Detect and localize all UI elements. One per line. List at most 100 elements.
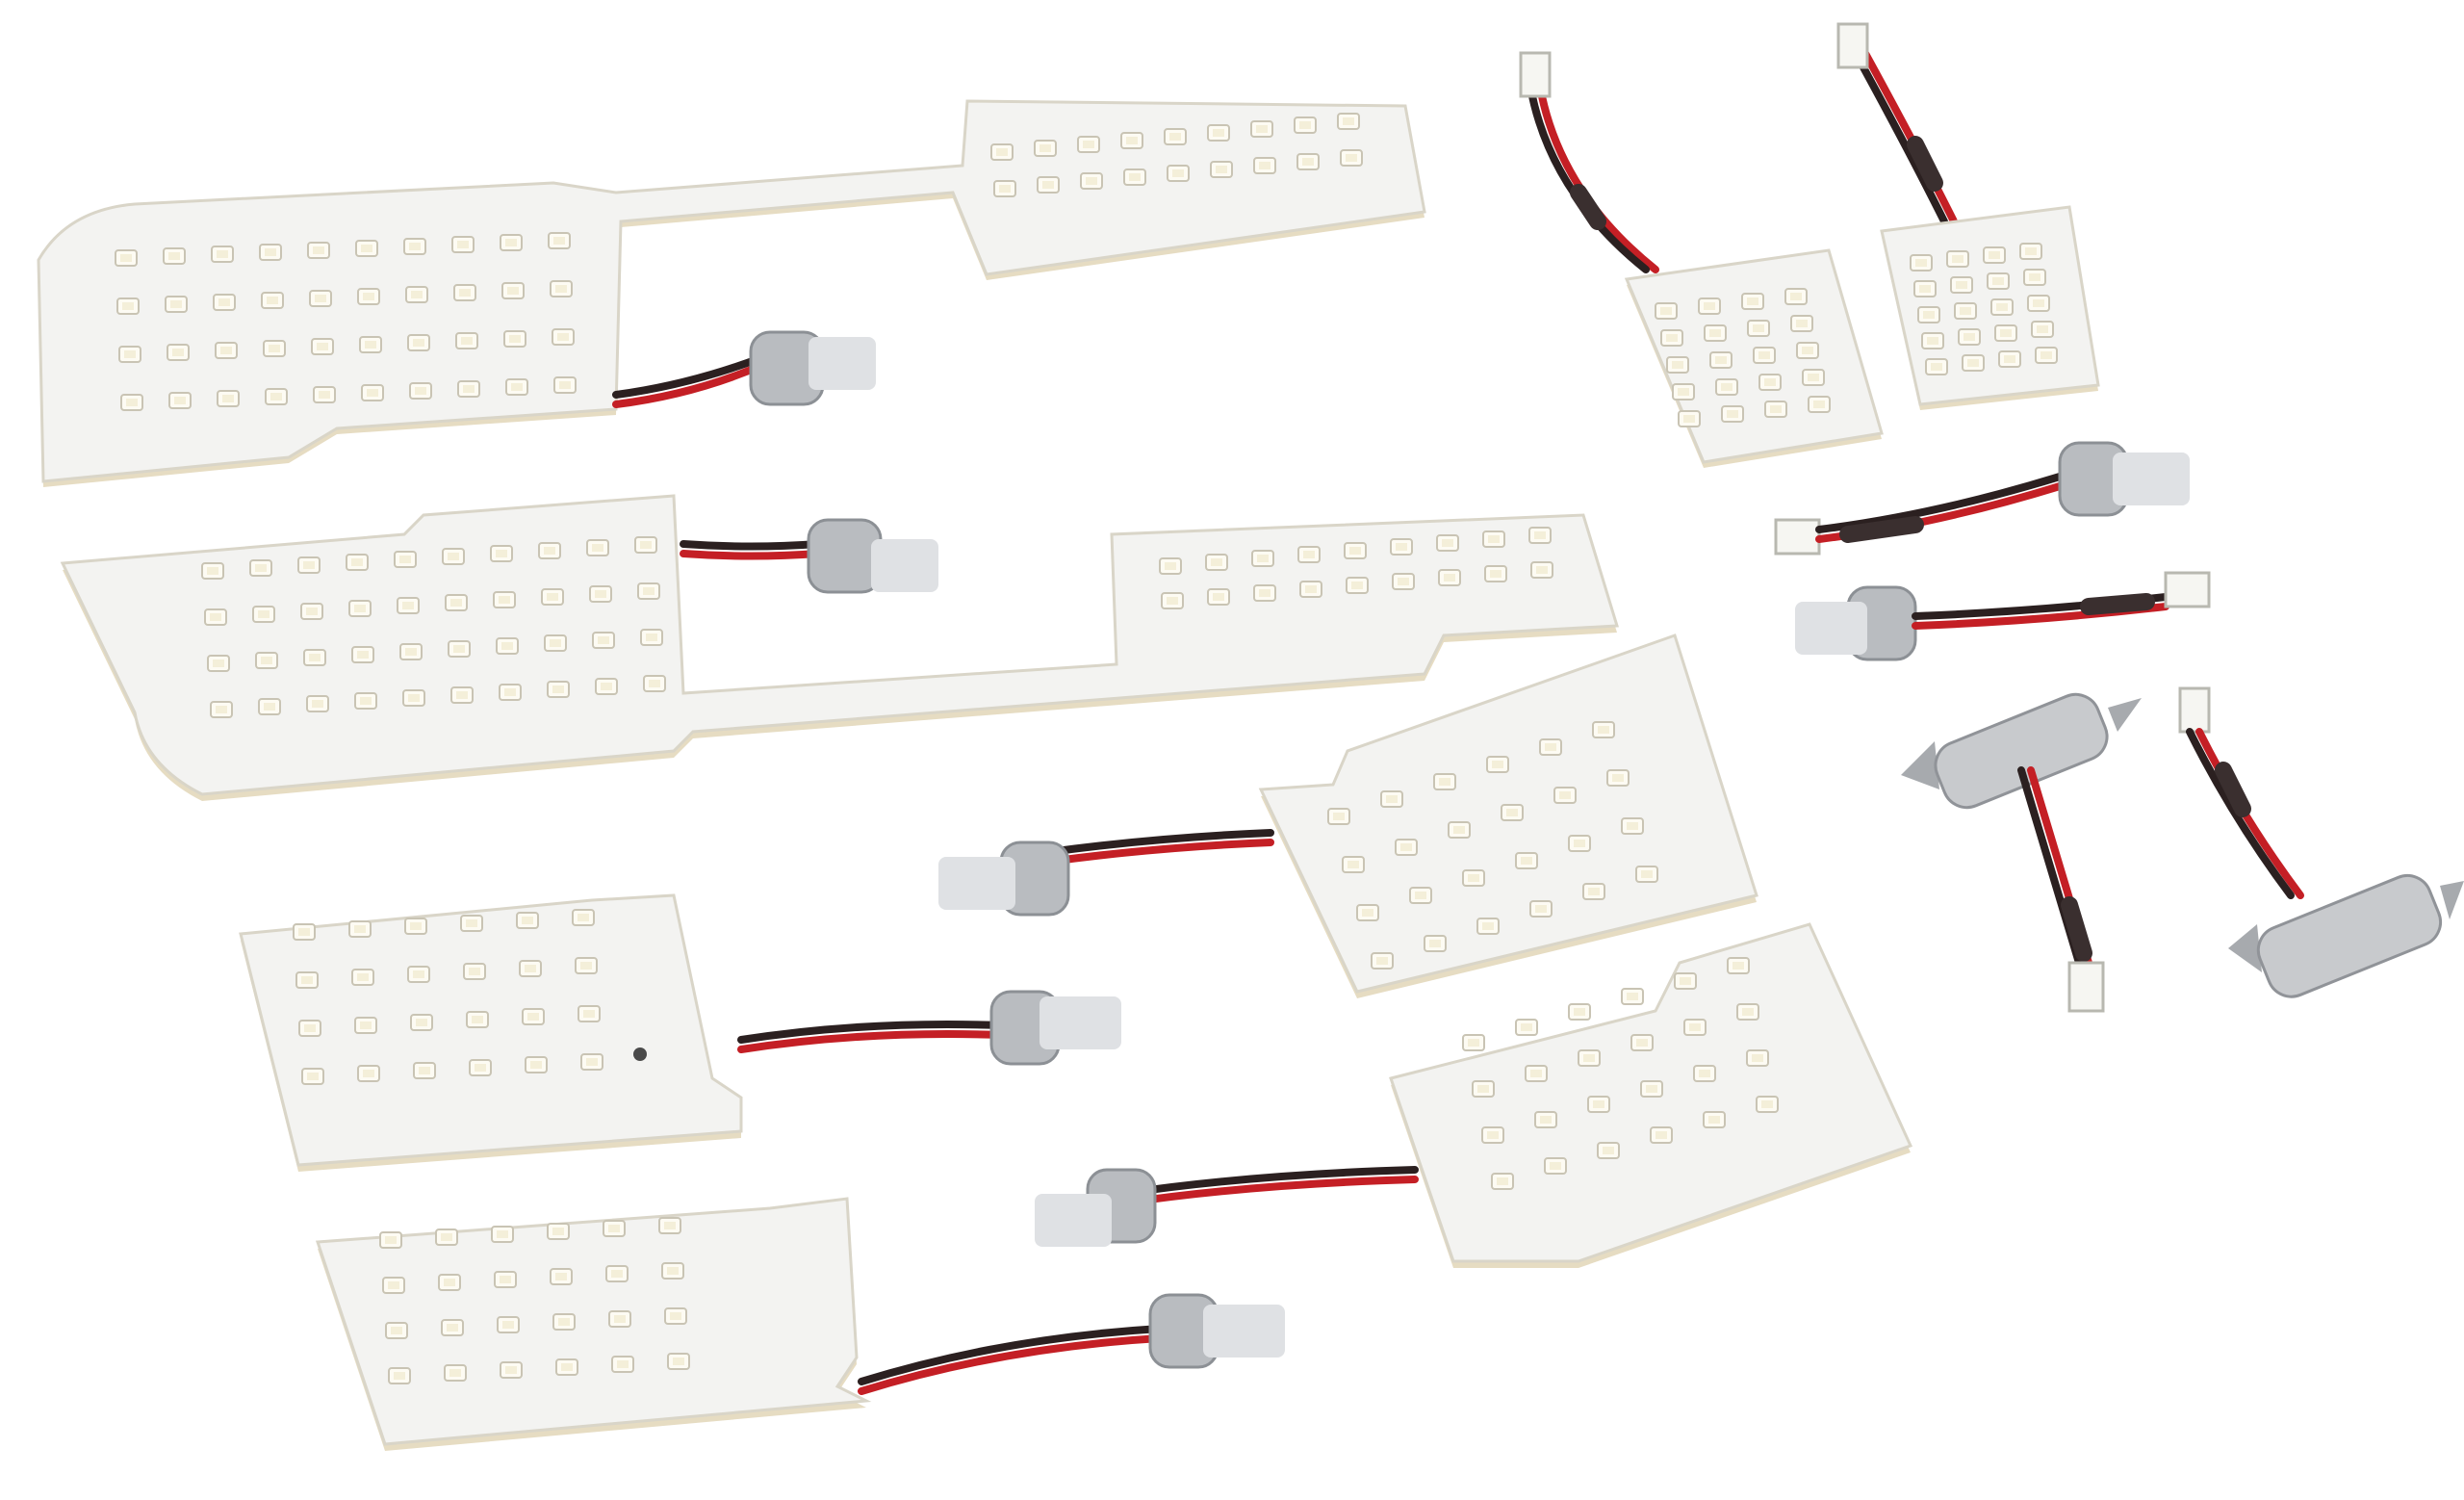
led-chip-core	[2037, 325, 2048, 333]
led-chip-core	[608, 1225, 620, 1232]
led-chip-core	[1813, 401, 1825, 408]
led-chip-core	[1956, 281, 1967, 289]
led-chip-core	[1305, 585, 1317, 593]
led-chip-core	[559, 381, 571, 389]
led-chip-core	[1996, 303, 2008, 311]
led-chip-core	[522, 917, 533, 924]
led-chip-core	[1964, 333, 1975, 341]
led-chip-core	[1129, 173, 1141, 181]
led-chip-core	[1709, 329, 1721, 337]
led-chip-core	[170, 300, 182, 308]
led-chip-core	[385, 1236, 397, 1244]
led-chip-core	[1672, 361, 1683, 369]
led-chip-core	[664, 1222, 676, 1229]
led-chip-core	[210, 613, 221, 621]
led-chip-core	[1535, 905, 1547, 913]
led-chip-core	[1521, 857, 1532, 865]
led-chip-core	[1256, 125, 1268, 133]
led-chip-core	[1802, 347, 1813, 354]
led-chip-core	[1400, 843, 1412, 851]
led-chip-core	[1808, 374, 1819, 381]
led-chip-core	[360, 697, 372, 705]
led-grid	[201, 527, 1553, 718]
led-chip-core	[643, 587, 654, 595]
led-chip-core	[1708, 1116, 1720, 1124]
led-chip-core	[1386, 795, 1398, 803]
wedge-socket-wire-1	[612, 330, 876, 408]
wedge-socket-wire-2	[680, 518, 938, 594]
led-chip-core	[500, 1276, 511, 1283]
led-chip-core	[2029, 273, 2040, 281]
led-chip-core	[1083, 141, 1094, 148]
led-chip-core	[1521, 1023, 1532, 1031]
led-chip-core	[1627, 822, 1638, 830]
led-chip-core	[453, 645, 465, 653]
led-chip-core	[459, 289, 471, 297]
led-chip-core	[1680, 977, 1691, 985]
led-chip-core	[1086, 177, 1097, 185]
led-chip-core	[552, 685, 564, 693]
led-chip-core	[416, 1019, 427, 1026]
led-chip-core	[1442, 539, 1453, 547]
led-chip-core	[557, 333, 569, 341]
rect-led-panel-middle-right	[938, 634, 1758, 998]
led-chip-core	[1492, 761, 1503, 768]
led-chip-core	[1559, 791, 1571, 799]
led-chip-core	[394, 1372, 405, 1380]
led-chip-core	[1923, 311, 1935, 319]
led-chip-core	[1216, 166, 1227, 173]
led-chip-core	[1967, 359, 1979, 367]
led-chip-core	[1396, 543, 1407, 551]
large-led-panel-top	[37, 99, 1426, 487]
led-chip-core	[1989, 251, 2000, 259]
led-chip-core	[217, 250, 228, 258]
led-chip-core	[2033, 299, 2044, 307]
led-chip-core	[1727, 410, 1738, 418]
led-chip-core	[996, 148, 1008, 156]
led-chip-core	[1169, 133, 1181, 141]
led-chip-core	[306, 608, 318, 615]
led-chip-core	[261, 657, 272, 664]
led-chip-core	[561, 1363, 573, 1371]
led-chip-core	[501, 642, 513, 650]
led-chip-core	[399, 556, 411, 563]
led-chip-core	[408, 694, 420, 702]
led-chip-core	[1656, 1131, 1667, 1139]
led-chip-core	[1758, 351, 1770, 359]
led-chip-core	[1574, 1008, 1585, 1016]
led-chip-core	[120, 254, 132, 262]
led-chip-core	[1468, 1039, 1479, 1047]
led-chip-core	[1612, 774, 1624, 782]
led-chip-core	[673, 1358, 684, 1365]
led-chip-core	[1348, 861, 1359, 868]
led-chip-core	[1715, 356, 1727, 364]
led-chip-core	[1588, 888, 1600, 895]
led-chip-core	[502, 1321, 514, 1329]
led-chip-core	[511, 383, 523, 391]
rect-led-panel-right-lower	[1035, 922, 1913, 1268]
led-chip-core	[222, 395, 234, 402]
led-chip-core	[525, 965, 536, 972]
led-chip-core	[357, 651, 369, 659]
led-chip-core	[1636, 1039, 1648, 1047]
led-chip-core	[646, 634, 657, 641]
led-chip-core	[1376, 957, 1388, 965]
led-chip-core	[1796, 320, 1808, 327]
led-chip-core	[441, 1233, 452, 1241]
led-chip-core	[357, 973, 369, 981]
led-chip-core	[614, 1315, 626, 1323]
led-chip-core	[530, 1061, 542, 1069]
led-chip-core	[1699, 1070, 1710, 1077]
led-chip-core	[617, 1360, 629, 1368]
led-chip-core	[122, 302, 134, 310]
led-chip-core	[409, 243, 421, 250]
led-chip-core	[1213, 593, 1224, 601]
led-chip-core	[450, 599, 462, 607]
led-chip-core	[315, 295, 326, 302]
led-chip-core	[555, 1273, 567, 1280]
led-chip-core	[583, 1010, 595, 1018]
led-chip-core	[172, 349, 184, 356]
led-chip-core	[1770, 405, 1782, 413]
led-chip-core	[1678, 388, 1689, 396]
